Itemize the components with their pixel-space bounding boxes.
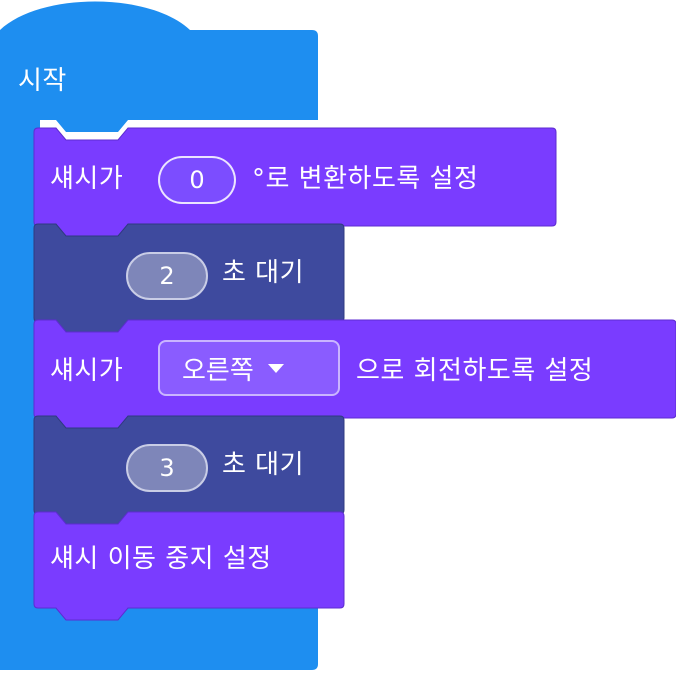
turn-direction-value: 오른쪽 bbox=[182, 355, 254, 386]
block-1-prefix: 섀시가 bbox=[50, 164, 124, 194]
caret-down-icon bbox=[267, 363, 284, 373]
wait-seconds-input-1[interactable]: 2 bbox=[126, 252, 208, 300]
turn-direction-dropdown[interactable]: 오른쪽 bbox=[158, 340, 340, 396]
heading-value-input[interactable]: 0 bbox=[158, 156, 236, 204]
block-3-prefix: 섀시가 bbox=[50, 356, 124, 386]
block-1-suffix: °로 변환하도록 설정 bbox=[252, 164, 479, 194]
chassis-heading-block[interactable] bbox=[33, 127, 557, 237]
block-3-suffix: 으로 회전하도록 설정 bbox=[356, 356, 594, 386]
block-4-suffix: 초 대기 bbox=[222, 450, 305, 480]
block-5-label: 섀시 이동 중지 설정 bbox=[50, 544, 272, 574]
wait-seconds-value-2: 3 bbox=[159, 454, 175, 482]
start-label: 시작 bbox=[18, 66, 67, 96]
wait-seconds-input-2[interactable]: 3 bbox=[126, 444, 208, 492]
chassis-stop-block[interactable] bbox=[33, 511, 345, 621]
block-2-suffix: 초 대기 bbox=[222, 258, 305, 288]
wait-seconds-value-1: 2 bbox=[159, 262, 175, 290]
heading-value: 0 bbox=[189, 166, 205, 194]
start-hat-block[interactable] bbox=[0, 1, 318, 671]
